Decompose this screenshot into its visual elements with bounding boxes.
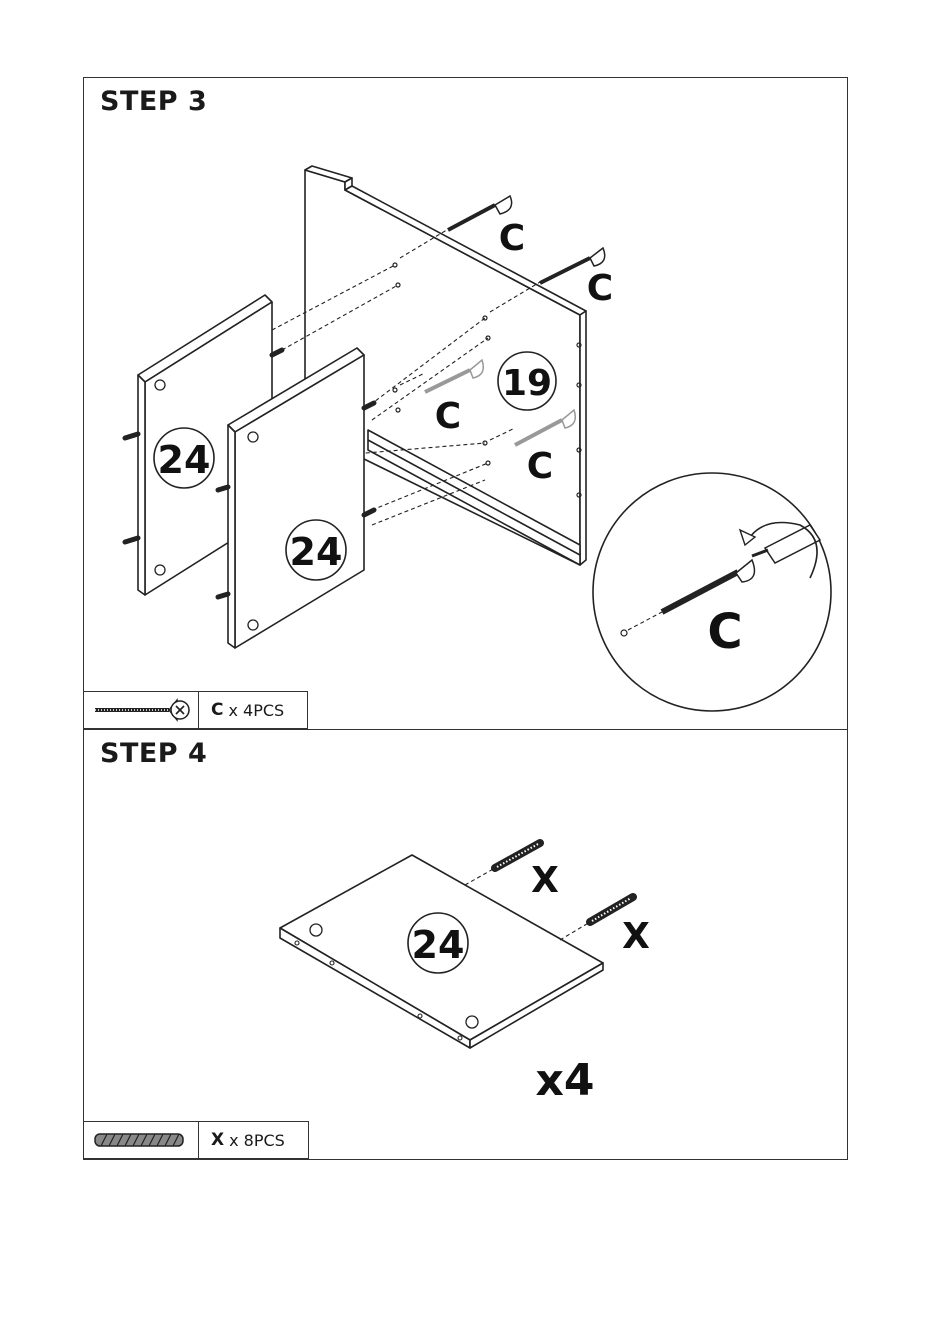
panel-label-back: 19 — [498, 352, 556, 410]
parts-box-step3: C x 4PCS — [83, 691, 308, 729]
parts-code-x: X — [211, 1130, 224, 1150]
shelf-label: 24 — [408, 913, 468, 973]
dowel-label-1: X — [531, 860, 559, 901]
label-19: 19 — [502, 363, 552, 404]
detail-callout: C — [593, 473, 831, 711]
screw-label-3: C — [435, 396, 461, 437]
parts-count-x: x 8PCS — [229, 1131, 285, 1150]
quantity-multiplier: x4 — [536, 1055, 595, 1106]
label-24-shelf: 24 — [412, 923, 465, 967]
panel-label-left: 24 — [154, 428, 214, 488]
parts-code-c: C — [211, 700, 223, 720]
parts-qty-step3: C x 4PCS — [199, 692, 307, 728]
dowel-label-2: X — [622, 916, 650, 957]
detail-label-c: C — [707, 604, 742, 660]
screw-label-2: C — [587, 268, 613, 309]
screw-icon — [83, 692, 199, 728]
parts-count-c: x 4PCS — [228, 701, 284, 720]
dowel-icon — [83, 1122, 199, 1158]
screw-label-4: C — [527, 446, 553, 487]
label-24-left: 24 — [158, 438, 211, 482]
parts-box-step4: X x 8PCS — [83, 1121, 309, 1159]
parts-qty-step4: X x 8PCS — [199, 1122, 308, 1158]
panel-label-right: 24 — [286, 520, 346, 580]
screw-label-1: C — [499, 218, 525, 259]
label-24-right: 24 — [290, 530, 343, 574]
